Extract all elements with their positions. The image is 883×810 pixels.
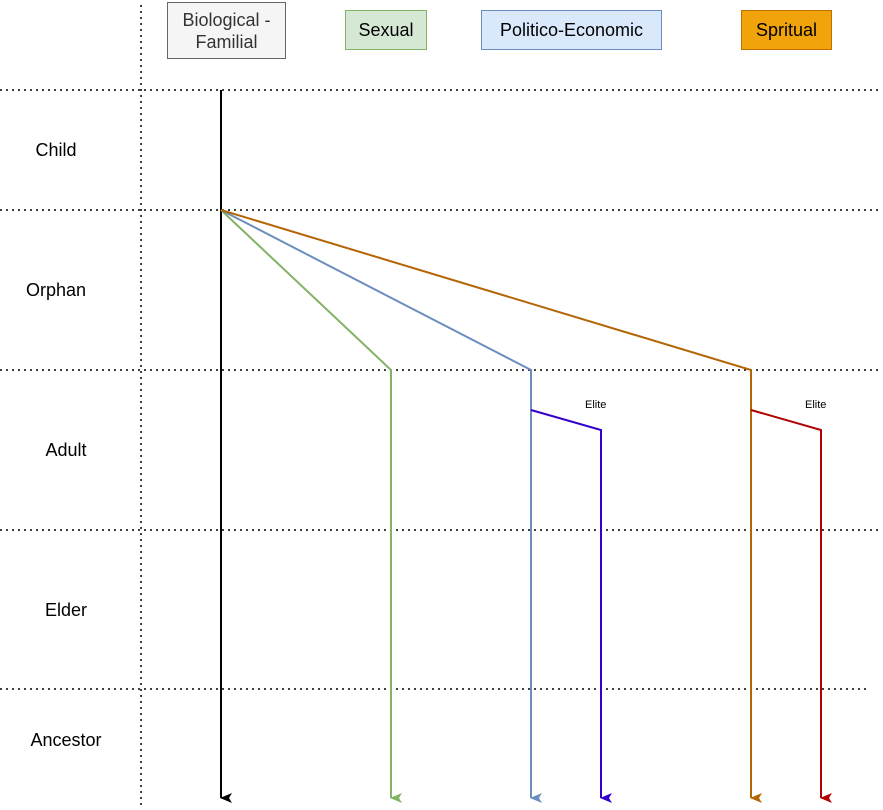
header-spiritual-label: Spritual (755, 20, 818, 40)
header-politico-economic: Politico-Economic (481, 10, 662, 50)
stage-label-child: Child (35, 140, 77, 160)
stage-label-adult: Adult (45, 440, 87, 460)
spiritual-elite-label: Elite (805, 399, 827, 411)
spiritual-line (220, 209, 762, 803)
header-sexual: Sexual (345, 10, 427, 50)
header-spiritual: Spritual (741, 10, 832, 50)
politico-economic-line (220, 209, 542, 803)
header-biological-familial-label: Biological - Familial (182, 9, 271, 52)
header-sexual-label: Sexual (358, 20, 414, 40)
politico-elite-label: Elite (585, 399, 607, 411)
stage-label-orphan: Orphan (25, 280, 87, 300)
sexual-line (220, 209, 402, 803)
spiritual-elite-line (750, 409, 832, 803)
stage-label-elder: Elder (44, 600, 88, 620)
politico-elite-line (530, 409, 612, 803)
stage-label-ancestor: Ancestor (30, 730, 102, 750)
header-biological-familial: Biological - Familial (167, 2, 286, 59)
header-politico-economic-label: Politico-Economic (499, 20, 644, 40)
